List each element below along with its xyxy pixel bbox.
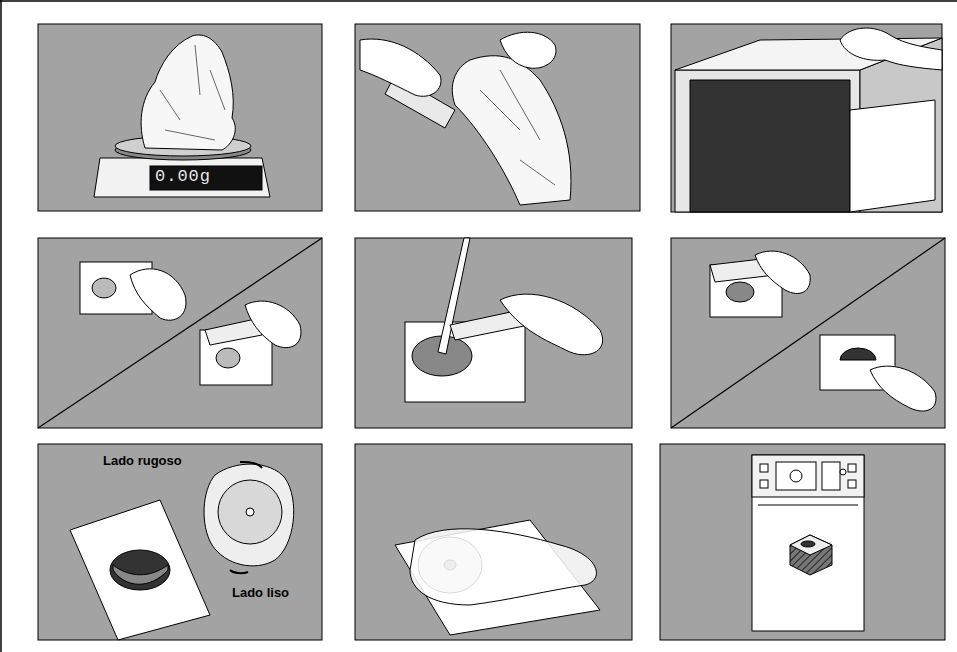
cover-film-step-part <box>840 348 876 360</box>
incubator <box>752 455 864 631</box>
incubator-part <box>758 505 858 506</box>
pouring-into-bag <box>360 32 571 205</box>
outer-frame-part <box>0 0 2 652</box>
panel-background-part <box>355 444 632 640</box>
panel-background-part <box>38 444 322 640</box>
part-label: Lado rugoso <box>103 453 182 468</box>
panel-background <box>38 24 945 640</box>
incubator-part <box>801 541 815 547</box>
peel-film-step-part <box>216 348 240 368</box>
pouring-into-bag-part <box>452 56 571 205</box>
incubator-part <box>752 455 864 497</box>
incubator-part <box>848 480 856 488</box>
spreader-sides-part <box>70 500 210 640</box>
cover-film-step-part <box>870 366 936 411</box>
incubator-part <box>822 462 840 490</box>
pipette-step-part <box>500 294 603 355</box>
cover-film-step <box>710 251 936 411</box>
scale-with-bag-part <box>160 45 225 140</box>
incubator-part <box>848 464 856 472</box>
pouring-into-bag-part <box>480 70 555 185</box>
panel-divider-part <box>671 238 945 428</box>
panel-divider <box>38 238 945 428</box>
spreader-sides-part <box>113 565 168 584</box>
cover-film-step-part <box>726 282 754 302</box>
incubator-part <box>760 480 768 488</box>
press-spreader-step <box>395 520 600 635</box>
peel-film-step-part <box>245 301 301 348</box>
spreader-sides-part <box>230 570 248 573</box>
spreader-sides-part <box>246 508 254 516</box>
incubator-part <box>752 455 864 631</box>
storage-box-part <box>850 100 935 212</box>
scale-with-bag-part <box>94 158 270 197</box>
cover-film-step-part <box>755 251 810 293</box>
spreader-sides-part <box>110 550 170 590</box>
pouring-into-bag-part <box>500 32 556 68</box>
storage-box <box>675 28 942 212</box>
spreader-sides-part <box>218 480 282 544</box>
spreader-sides <box>70 462 294 640</box>
peel-film-step-part <box>92 278 116 298</box>
storage-box-part <box>675 70 860 212</box>
scale-readout: 0.00g <box>155 167 211 186</box>
storage-box-part <box>690 80 850 212</box>
panel-background-part <box>355 24 640 211</box>
incubator-part <box>840 469 846 475</box>
incubator-part <box>790 470 802 482</box>
panel-background-part <box>38 24 322 211</box>
peel-film-step-part <box>130 269 186 320</box>
press-spreader-step-part <box>395 520 600 635</box>
panel-background-part <box>38 238 322 428</box>
incubator-part <box>790 535 832 575</box>
storage-box-part <box>840 28 942 70</box>
peel-film-step <box>80 262 301 385</box>
incubator-part <box>760 464 768 472</box>
scale-with-bag <box>94 35 270 197</box>
incubator-part <box>776 462 816 490</box>
scale-with-bag-part <box>150 166 262 190</box>
spreader-sides-part <box>204 464 294 566</box>
panel-divider-part <box>38 238 322 428</box>
press-spreader-step-part <box>410 529 596 605</box>
scale-with-bag-part <box>141 35 235 150</box>
panel-background-part <box>660 444 945 640</box>
panel-background-part <box>671 238 945 428</box>
outer-frame-part <box>0 0 957 2</box>
pipette-step <box>405 238 603 402</box>
spreader-sides-part <box>240 462 262 468</box>
pouring-into-bag-part <box>360 39 441 96</box>
panel-background-part <box>671 24 942 212</box>
incubator-part <box>790 535 832 555</box>
panel-background-part <box>355 238 632 428</box>
part-label: Lado liso <box>232 585 289 600</box>
